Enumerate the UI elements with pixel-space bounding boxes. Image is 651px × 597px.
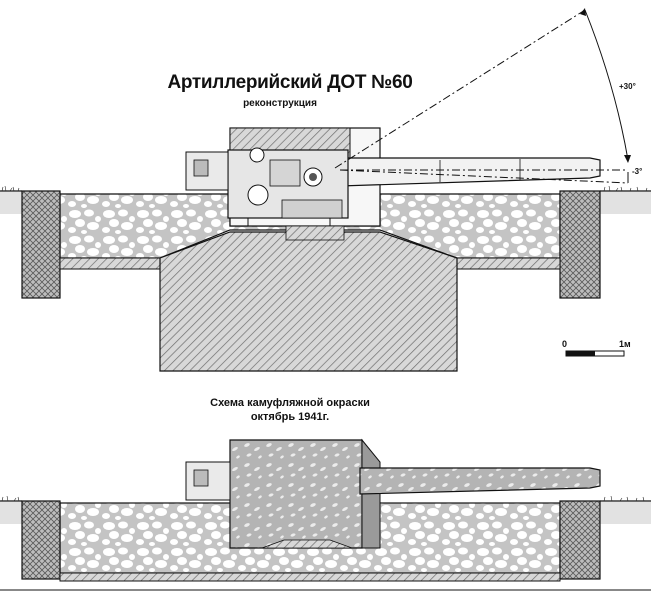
elevation-arc: [584, 9, 629, 161]
scale-end-label: 1м: [619, 339, 631, 349]
scale-bar: [565, 350, 625, 357]
elevation-min-label: -3°: [632, 167, 643, 176]
elevation-line-min: [339, 169, 629, 184]
bunker-section-top: [0, 8, 651, 372]
drawing-subtitle: реконструкция: [243, 98, 317, 109]
drawing-title: Артиллерийский ДОТ №60: [167, 72, 413, 93]
scale-start-label: 0: [562, 339, 568, 349]
camo-caption-line2: октябрь 1941г.: [250, 411, 330, 423]
camo-caption-line1: Схема камуфляжной окраски: [210, 397, 370, 409]
elevation-max-label: +30°: [619, 82, 636, 91]
elevation-line-max: [334, 9, 586, 169]
bunker-camouflage-view: [0, 438, 651, 591]
